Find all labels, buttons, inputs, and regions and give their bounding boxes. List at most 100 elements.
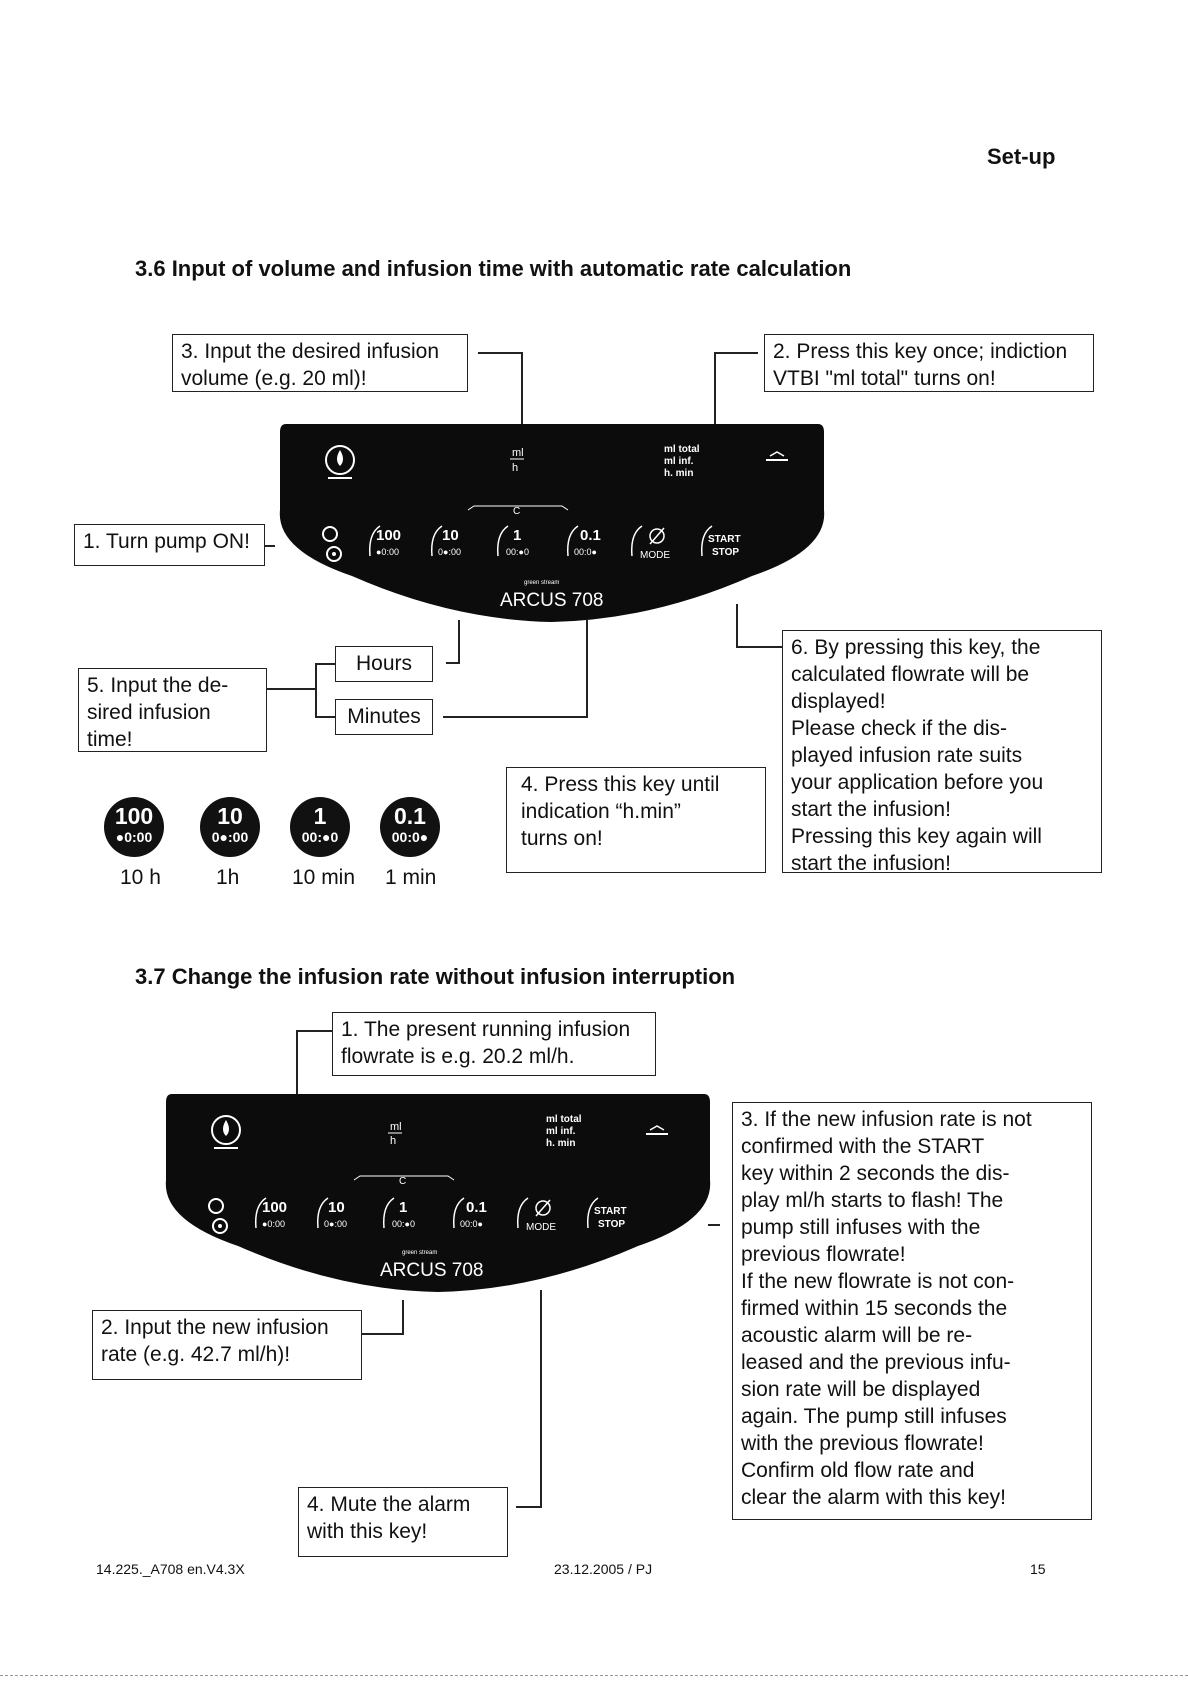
callout-3-7-step1: 1. The present running infusion flowrate…	[332, 1012, 656, 1076]
unit-h: h	[512, 462, 518, 474]
callout-3-7-step4: 4. Mute the alarm with this key!	[298, 1487, 508, 1557]
bell-mute-icon	[535, 1200, 551, 1216]
key-10[interactable]: 10 0●:00	[316, 1197, 347, 1229]
svg-text:0.1: 0.1	[580, 527, 601, 544]
callout-3-7-step3: 3. If the new infusion rate is not confi…	[732, 1102, 1092, 1520]
key-time: ●0:00	[115, 829, 153, 845]
footer-date: 23.12.2005 / PJ	[554, 1561, 653, 1577]
key-value: 10	[217, 803, 243, 829]
connector-line	[458, 620, 460, 664]
key-label-10min: 10 min	[292, 866, 356, 889]
pump-panel-svg: ml h ml total ml inf. h. min C 100 ●0:00…	[279, 424, 825, 622]
svg-text:●0:00: ●0:00	[262, 1219, 285, 1229]
mode-ml-total: ml total	[546, 1114, 582, 1125]
connector-line	[708, 1224, 720, 1226]
svg-text:10: 10	[442, 527, 459, 544]
start-stop-key[interactable]: START STOP	[700, 525, 741, 558]
connector-line	[478, 352, 522, 354]
connector-line	[516, 1506, 542, 1508]
section-header: Set-up	[987, 144, 1056, 169]
svg-text:MODE: MODE	[640, 550, 670, 561]
callout-text: 4. Mute the alarm with this key!	[307, 1493, 471, 1543]
svg-text:100: 100	[376, 527, 401, 544]
brand-logo: ARCUS 708	[380, 1260, 484, 1281]
connector-line	[315, 716, 335, 718]
footer-page-number: 15	[1030, 1561, 1046, 1577]
callout-text: Hours	[355, 652, 413, 675]
callout-3-6-step4: 4. Press this key until indication “h.mi…	[506, 767, 766, 873]
svg-text:10: 10	[328, 1199, 345, 1216]
footer-doc-id: 14.225._A708 en.V4.3X	[96, 1561, 245, 1577]
alarm-icon	[646, 1125, 668, 1135]
callout-text: 4. Press this key until indication “h.mi…	[521, 773, 720, 850]
key-100[interactable]: 100 ●0:00	[368, 525, 401, 557]
connector-line	[267, 688, 315, 690]
svg-text:1: 1	[513, 527, 521, 544]
key-100-circle: 100 ●0:00	[104, 797, 164, 857]
key-0-1[interactable]: 0.1 00:0●	[566, 525, 601, 557]
callout-3-6-step6: 6. By pressing this key, the calculated …	[782, 630, 1102, 875]
callout-3-6-step3: 3. Input the desired infusion volume (e.…	[172, 334, 468, 392]
key-label-1h: 1h	[216, 866, 240, 889]
mode-key[interactable]: MODE	[516, 1197, 557, 1233]
callout-text: 6. By pressing this key, the calculated …	[791, 636, 1044, 875]
connector-line	[265, 545, 275, 547]
power-button[interactable]	[322, 526, 342, 562]
key-10[interactable]: 10 0●:00	[430, 525, 461, 557]
callout-3-6-step5: 5. Input the de- sired infusion time!	[78, 668, 267, 752]
unit-ml: ml	[390, 1121, 402, 1133]
key-0-1-circle: 0.1 00:0●	[380, 797, 440, 857]
connector-line	[296, 1030, 298, 1096]
key-value: 1	[313, 803, 327, 829]
bell-mute-icon	[649, 528, 665, 544]
brand-small: green stream	[402, 1250, 437, 1256]
connector-line	[443, 716, 588, 718]
svg-text:0.1: 0.1	[466, 1199, 487, 1216]
start-stop-key[interactable]: START STOP	[586, 1197, 627, 1230]
key-1[interactable]: 1 00:●0	[496, 525, 529, 557]
pump-display-panel: ml h ml total ml inf. h. min C 100 ●0:00…	[158, 1094, 718, 1294]
c-label: C	[513, 506, 520, 517]
svg-text:START: START	[708, 534, 741, 545]
unit-h: h	[390, 1135, 396, 1147]
c-label: C	[399, 1176, 406, 1187]
mode-h-min: h. min	[664, 468, 693, 479]
pump-panel-svg: ml h ml total ml inf. h. min C 100 ●0:00…	[165, 1094, 711, 1292]
svg-text:00:●0: 00:●0	[506, 547, 529, 557]
mode-h-min: h. min	[546, 1138, 575, 1149]
mode-ml-inf: ml inf.	[664, 456, 694, 467]
svg-text:100: 100	[262, 1199, 287, 1216]
power-button[interactable]	[208, 1198, 228, 1234]
key-value: 0.1	[394, 803, 426, 829]
page-edge-divider	[0, 1675, 1188, 1676]
pump-display-panel: ml h ml total ml inf. h. min C 100 ●0:00…	[272, 424, 832, 624]
connector-line	[315, 663, 335, 665]
connector-line	[714, 352, 758, 354]
svg-text:STOP: STOP	[598, 1219, 625, 1230]
connector-line	[402, 1300, 404, 1335]
connector-line	[714, 352, 716, 426]
connector-line	[315, 663, 317, 718]
alarm-icon	[766, 451, 788, 461]
svg-text:0●:00: 0●:00	[438, 547, 461, 557]
svg-text:STOP: STOP	[712, 547, 739, 558]
mode-key[interactable]: MODE	[630, 525, 671, 561]
key-value: 100	[114, 803, 154, 829]
key-0-1[interactable]: 0.1 00:0●	[452, 1197, 487, 1229]
callout-text: Minutes	[347, 705, 421, 728]
mode-ml-total: ml total	[664, 444, 700, 455]
unit-ml: ml	[512, 447, 524, 459]
key-1[interactable]: 1 00:●0	[382, 1197, 415, 1229]
drop-icon	[325, 445, 355, 479]
key-10-circle: 10 0●:00	[200, 797, 260, 857]
key-time: 00:●0	[301, 829, 339, 845]
connector-line	[540, 1290, 542, 1508]
callout-text: 1. The present running infusion flowrate…	[341, 1018, 631, 1068]
svg-text:0●:00: 0●:00	[324, 1219, 347, 1229]
callout-text: 3. If the new infusion rate is not confi…	[741, 1108, 1032, 1509]
key-100[interactable]: 100 ●0:00	[254, 1197, 287, 1229]
connector-line	[296, 1030, 332, 1032]
callout-text: 2. Press this key once; indiction VTBI "…	[773, 340, 1068, 390]
svg-text:START: START	[594, 1206, 627, 1217]
mode-ml-inf: ml inf.	[546, 1126, 576, 1137]
